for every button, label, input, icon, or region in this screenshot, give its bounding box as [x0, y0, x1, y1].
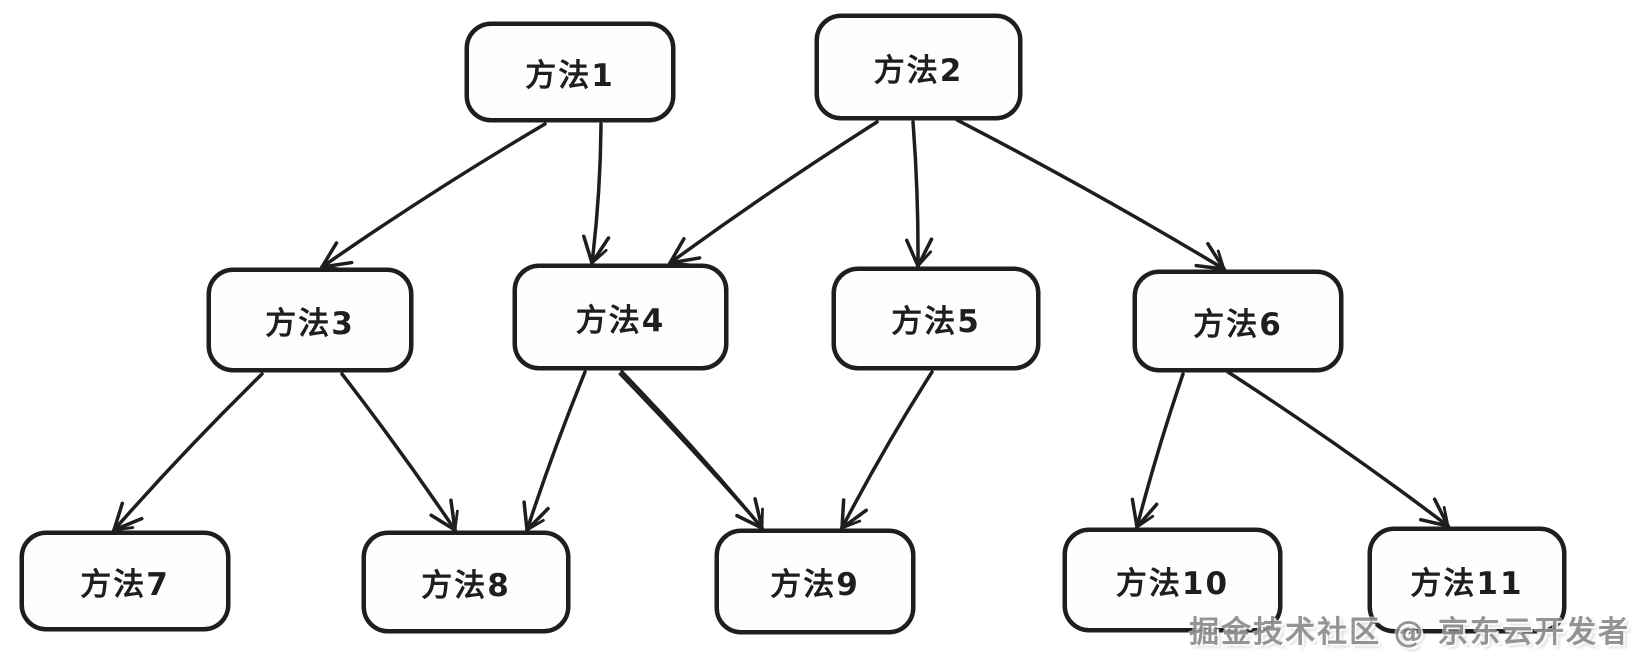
node-label: 方法9	[770, 567, 860, 603]
node-m4: 方法4	[513, 264, 728, 370]
node-m3: 方法3	[207, 268, 413, 372]
edge-m1-m4	[582, 122, 611, 265]
node-label: 方法1	[525, 57, 615, 94]
edge-m2-m5	[905, 120, 934, 268]
watermark: 掘金技术社区 @ 京东云开发者	[1189, 615, 1630, 650]
node-m7: 方法7	[20, 531, 230, 631]
node-m8: 方法8	[362, 531, 570, 633]
node-label: 方法2	[873, 52, 964, 89]
node-m9: 方法9	[715, 529, 915, 634]
edge-m3-m7	[112, 372, 264, 532]
edge-m3-m8	[340, 372, 459, 532]
edge-m4-m8	[522, 370, 587, 532]
edge-m1-m3	[320, 122, 547, 271]
edge-m6-m10	[1130, 372, 1185, 529]
node-m1: 方法1	[465, 22, 675, 122]
node-label: 方法7	[80, 566, 170, 603]
node-m6: 方法6	[1133, 270, 1343, 372]
node-label: 方法10	[1115, 565, 1230, 602]
edge-m2-m6	[955, 118, 1226, 271]
edge-m4-m9	[618, 370, 764, 530]
node-label: 方法4	[575, 302, 666, 339]
node-label: 方法6	[1193, 306, 1283, 343]
node-m10: 方法10	[1063, 528, 1282, 632]
node-label: 方法8	[421, 567, 511, 604]
node-label: 方法5	[891, 304, 981, 340]
node-label: 方法3	[265, 305, 355, 342]
edge-m2-m4	[668, 120, 879, 267]
node-m5: 方法5	[832, 267, 1040, 370]
node-m2: 方法2	[815, 14, 1022, 120]
edge-m6-m11	[1226, 370, 1450, 528]
node-label: 方法11	[1410, 565, 1524, 602]
edge-m5-m9	[840, 370, 934, 530]
node-m11: 方法11	[1368, 527, 1566, 633]
